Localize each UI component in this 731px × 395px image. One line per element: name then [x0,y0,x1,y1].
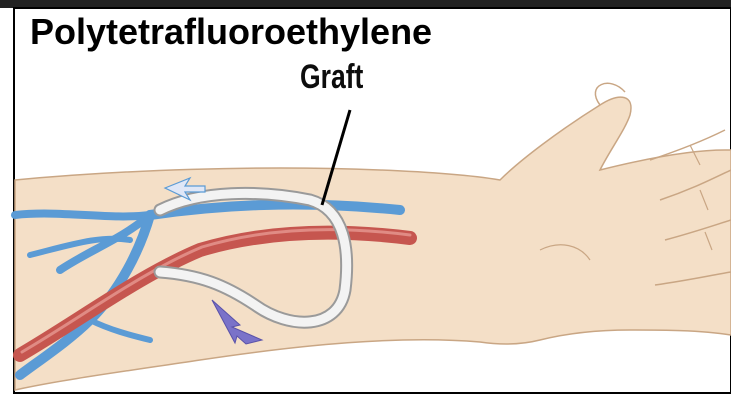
top-border [0,0,731,8]
forearm [15,97,731,390]
graft-label: Graft [300,58,363,96]
diagram-title: Polytetrafluoroethylene [30,12,432,52]
